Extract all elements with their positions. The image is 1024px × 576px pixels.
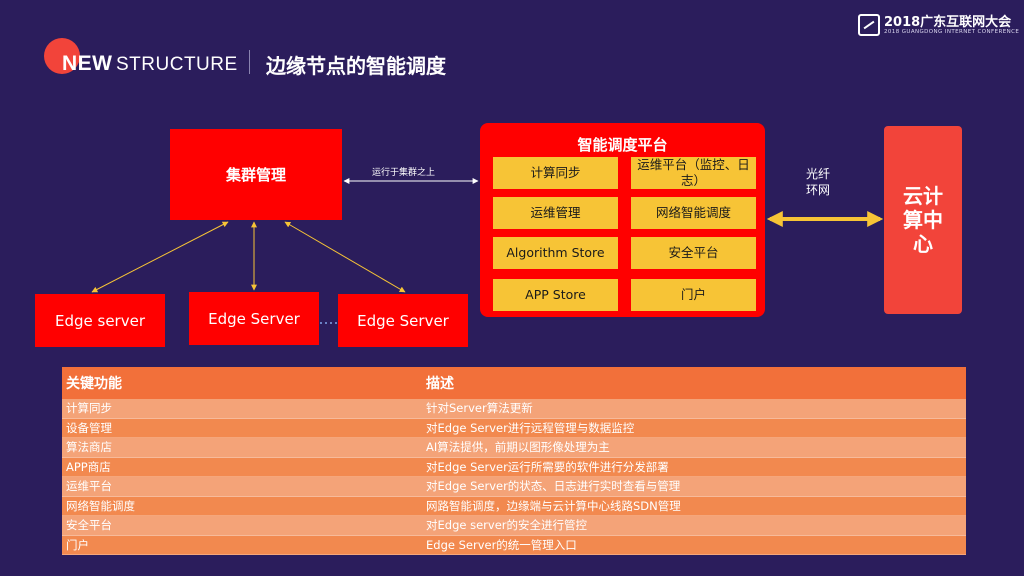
- conference-logo-icon: [858, 14, 880, 36]
- header-separator: [249, 50, 250, 74]
- cluster-management-box: 集群管理: [170, 129, 342, 220]
- table-row: 计算同步 针对Server算法更新: [62, 399, 966, 419]
- platform-cell-portal: 门户: [631, 279, 756, 311]
- edge-server-box-3: Edge Server: [338, 294, 468, 347]
- table-cell-function: 安全平台: [66, 518, 112, 533]
- edge-server-box-1: Edge server: [35, 294, 165, 347]
- platform-cell-security-platform: 安全平台: [631, 237, 756, 269]
- table-row: 网络智能调度 网路智能调度，边缘端与云计算中心线路SDN管理: [62, 496, 966, 516]
- fiber-ring-label: 光纤 环网: [806, 166, 830, 198]
- table-cell-function: 运维平台: [66, 479, 112, 494]
- fiber-ring-label-line1: 光纤: [806, 167, 831, 181]
- page-title: 边缘节点的智能调度: [266, 54, 446, 78]
- table-row: APP商店 对Edge Server运行所需要的软件进行分发部署: [62, 457, 966, 477]
- platform-cell-network-scheduling: 网络智能调度: [631, 197, 756, 229]
- header-brand-new: NEW: [62, 52, 113, 75]
- table-cell-function: 网络智能调度: [66, 498, 135, 513]
- cloud-computing-center-box: 云计算中心: [884, 126, 962, 314]
- table-cell-description: 对Edge Server的状态、日志进行实时查看与管理: [426, 479, 681, 494]
- cluster-to-edge1-arrow: [91, 221, 229, 293]
- scheduling-platform-title: 智能调度平台: [577, 136, 668, 154]
- cluster-to-edge3-arrow: [284, 221, 406, 293]
- table-cell-function: APP商店: [66, 459, 111, 474]
- table-header-row: 关键功能 描述: [62, 367, 966, 399]
- table-row: 设备管理 对Edge Server进行远程管理与数据监控: [62, 418, 966, 438]
- table-row: 运维平台 对Edge Server的状态、日志进行实时查看与管理: [62, 477, 966, 497]
- header-red-dot: [44, 38, 80, 74]
- table-row: 算法商店 AI算法提供，前期以图形像处理为主: [62, 438, 966, 458]
- platform-cell-compute-sync: 计算同步: [493, 157, 618, 189]
- platform-cell-ops-platform: 运维平台（监控、日志）: [631, 157, 756, 189]
- conference-logo-title: 2018广东互联网大会: [884, 15, 1012, 30]
- table-row: 安全平台 对Edge server的安全进行管控: [62, 516, 966, 536]
- table-cell-description: 网路智能调度，边缘端与云计算中心线路SDN管理: [426, 498, 681, 513]
- table-cell-function: 计算同步: [66, 401, 112, 416]
- table-cell-function: 设备管理: [66, 420, 112, 435]
- platform-cell-algorithm-store: Algorithm Store: [493, 237, 618, 269]
- platform-cell-ops-management: 运维管理: [493, 197, 618, 229]
- table-cell-description: 对Edge Server进行远程管理与数据监控: [426, 420, 635, 435]
- key-functions-table: 关键功能 描述 计算同步 针对Server算法更新 设备管理 对Edge Ser…: [62, 367, 966, 555]
- table-row: 门户 Edge Server的统一管理入口: [62, 535, 966, 555]
- fiber-ring-label-line2: 环网: [806, 183, 831, 198]
- table-cell-function: 算法商店: [66, 440, 112, 455]
- table-cell-description: 对Edge server的安全进行管控: [426, 518, 587, 533]
- table-cell-description: 针对Server算法更新: [426, 401, 533, 416]
- table-header-description: 描述: [426, 376, 454, 392]
- platform-cell-app-store: APP Store: [493, 279, 618, 311]
- table-header-function: 关键功能: [66, 376, 122, 392]
- table-cell-description: 对Edge Server运行所需要的软件进行分发部署: [426, 459, 669, 474]
- table-cell-description: AI算法提供，前期以图形像处理为主: [426, 440, 610, 455]
- table-cell-description: Edge Server的统一管理入口: [426, 537, 577, 552]
- table-cell-function: 门户: [66, 537, 89, 552]
- conference-logo-subtitle: 2018 GUANGDONG INTERNET CONFERENCE: [884, 29, 1020, 35]
- edge-server-box-2: Edge Server: [189, 292, 319, 345]
- cluster-link-label: 运行于集群之上: [372, 168, 436, 178]
- header-brand-structure: STRUCTURE: [116, 54, 238, 75]
